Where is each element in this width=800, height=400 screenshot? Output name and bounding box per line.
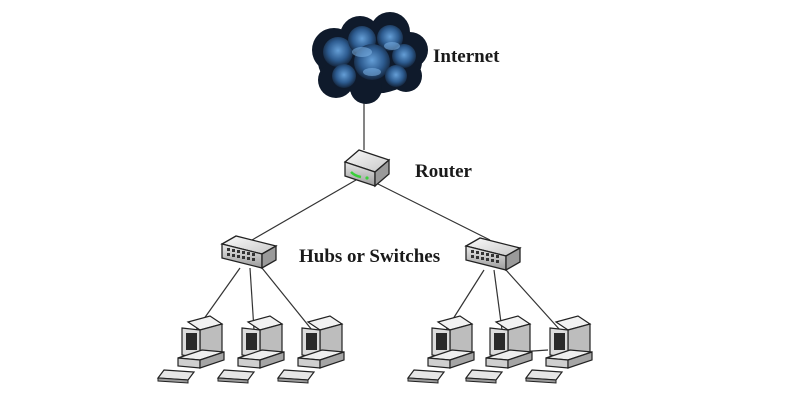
internet-label: Internet — [433, 46, 500, 67]
link-switch-right-pc3 — [505, 269, 561, 331]
router-icon — [343, 149, 391, 188]
desktop-computer-icon — [157, 315, 225, 384]
connection-lines — [195, 98, 561, 353]
cloud-icon — [312, 12, 428, 104]
desktop-computer-icon — [277, 315, 345, 384]
hubs-label: Hubs or Switches — [299, 246, 441, 267]
link-switch-left-pc3 — [261, 267, 313, 331]
link-router-switch-left — [251, 179, 357, 241]
switch-icon-right — [465, 237, 521, 271]
link-router-switch-right — [373, 181, 491, 241]
router-label: Router — [415, 161, 472, 182]
desktop-computer-icon — [525, 315, 593, 384]
desktop-computer-icon — [407, 315, 475, 384]
desktop-computer-icon — [465, 315, 533, 384]
desktop-computer-icon — [217, 315, 285, 384]
link-switch-right-pc2 — [493, 269, 503, 331]
switch-icon-left — [221, 235, 277, 269]
link-switch-left-pc2 — [249, 267, 255, 331]
